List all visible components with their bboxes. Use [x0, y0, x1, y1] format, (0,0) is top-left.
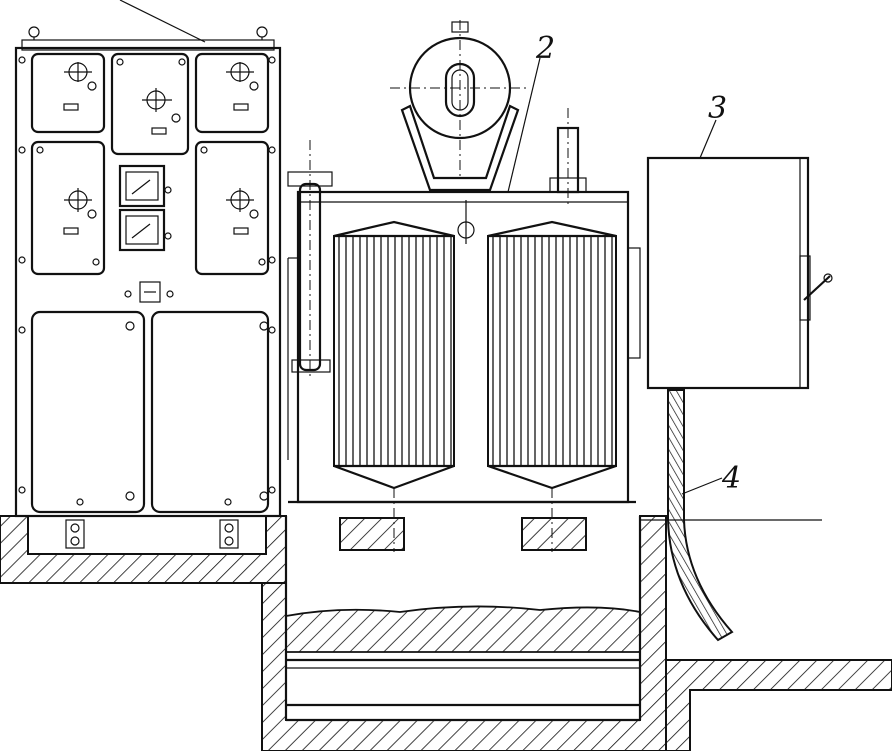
breaker-compartment — [30, 52, 106, 134]
anchor-bolt — [219, 519, 239, 549]
leader-line-2 — [507, 57, 541, 193]
foundation — [0, 515, 892, 751]
cabinet-handle — [803, 275, 831, 301]
breaker-compartment — [30, 140, 106, 276]
gravel-layer — [285, 605, 641, 653]
leader-line-4 — [681, 477, 723, 495]
breaker-compartment — [110, 52, 190, 156]
radiator-left — [333, 220, 455, 552]
radiator-right — [487, 220, 617, 552]
cabinet-door-left — [30, 310, 146, 514]
meter-panel — [118, 164, 172, 252]
switchgear-cabinet — [14, 0, 282, 518]
leader-line-1 — [119, 0, 206, 43]
label-3: 3 — [708, 91, 727, 126]
breaker-compartment — [194, 52, 270, 134]
cable — [667, 389, 734, 642]
breaker-compartment — [194, 140, 270, 276]
bushing — [549, 108, 587, 206]
anchor-bolt — [65, 519, 85, 549]
leader-line-3 — [699, 119, 717, 159]
label-4: 4 — [721, 461, 741, 496]
conservator-tank — [390, 20, 530, 192]
oil-level-gauge — [287, 140, 333, 460]
right-transformer-support — [521, 517, 587, 551]
low-voltage-cabinet — [646, 156, 833, 390]
control-switch — [139, 281, 161, 303]
left-transformer-support — [339, 517, 405, 551]
cabinet-door-right — [150, 310, 270, 514]
power-transformer — [287, 20, 641, 552]
label-2: 2 — [535, 31, 555, 66]
